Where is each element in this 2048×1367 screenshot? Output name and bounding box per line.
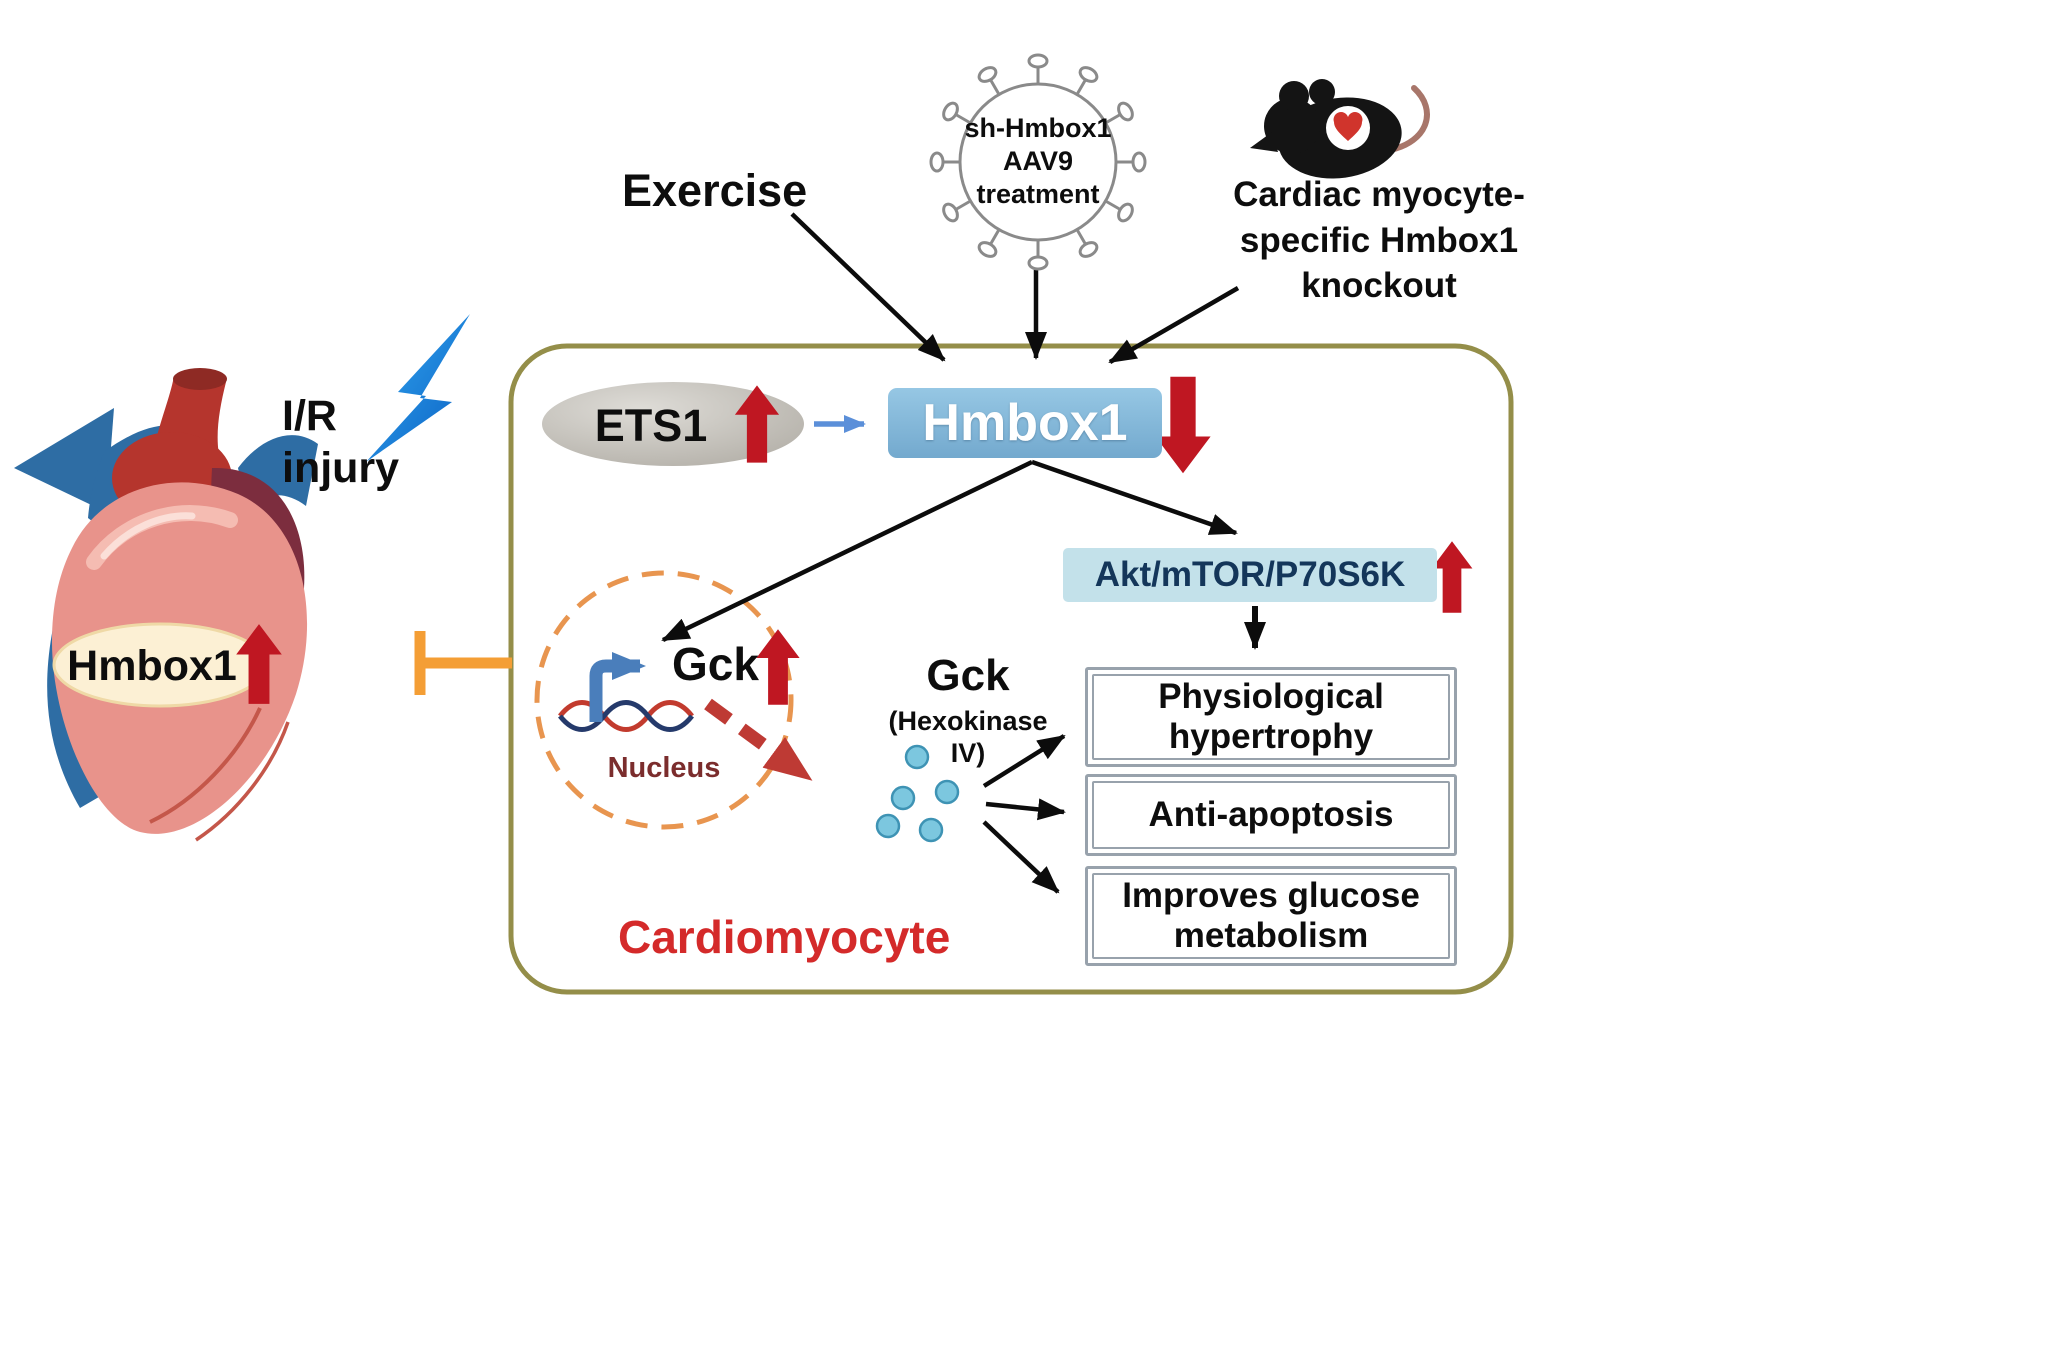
ir-injury-line1: I/R [282,392,337,440]
heart-detail-line [149,707,262,824]
outcome-box-anti-apoptosis: Anti-apoptosis [1085,774,1457,856]
outcome-box-physiological-hypertrophy: Physiological hypertrophy [1085,667,1457,767]
ir-injury-label: I/R injury [282,390,399,495]
hmbox1-to-gck-arrow [661,459,1033,643]
mouse-ear [1279,81,1309,111]
akt-mtor-p70s6k-box: Akt/mTOR/P70S6K [1063,548,1437,602]
gck-molecule [918,817,944,843]
exercise-arrow [790,212,946,362]
exercise-label: Exercise [622,165,808,216]
heart-glint [100,512,196,560]
orange-inhibition-bar [414,631,512,695]
ets1-ellipse [542,382,804,466]
ets1-label: ETS1 [594,400,708,451]
mouse-tail [1387,85,1430,153]
heart-illustration [14,368,318,842]
gck-molecules [875,744,960,843]
hmbox1-box: Hmbox1 [888,388,1162,458]
gck-hexokinase-subtitle: (Hexokinase IV) [888,705,1048,769]
gck-cytoplasm-title: Gck [926,651,1010,700]
outcome-label: Physiological hypertrophy [1092,674,1450,760]
nucleus-outline [534,570,794,830]
virus-label-line3: treatment [976,178,1100,209]
mouse-head [1264,98,1320,154]
gck-molecule [890,785,916,811]
ir-injury-line2: injury [282,444,400,493]
outcome-label: Improves glucose metabolism [1092,873,1450,959]
aorta-arrow-icon [14,408,114,512]
outcome-label: Anti-apoptosis [1092,781,1450,849]
cardiomyocyte-label: Cardiomyocyte [618,911,951,963]
dna-helix-icon [558,700,694,732]
gck-nucleus-label: Gck [672,638,759,690]
aav9-virus-icon [929,53,1147,271]
virus-label-line2: AAV9 [1002,145,1074,176]
knockout-mouse-icon [1250,79,1430,179]
mouse-snout [1250,132,1278,152]
black-arrows [661,212,1266,894]
hmbox1-to-akt-arrow [1031,459,1238,536]
mouse-ear [1309,79,1335,105]
outcome-box-improves-glucose-metabolism: Improves glucose metabolism [1085,866,1457,966]
virus-label: sh-Hmbox1 AAV9 treatment [948,112,1128,211]
virus-capsid [958,82,1118,242]
gck-to-hypertrophy-arrow [982,734,1066,788]
gck-cytoplasm-label: Gck (Hexokinase IV) [868,650,1068,770]
lightning-bolt-icon [366,314,470,462]
artery-opening [173,368,227,390]
heart-detail-line [195,721,290,842]
dna-helix-icon [558,700,694,732]
knockout-arrow [1108,286,1240,364]
heart-badge-icon [1333,112,1363,141]
transcription-promoter-arrow [589,652,646,722]
gck-molecule [875,813,901,839]
gck-molecule [904,744,930,770]
heart-hmbox1-label: Hmbox1 [67,642,237,690]
nucleus-label: Nucleus [607,752,721,784]
akt-label: Akt/mTOR/P70S6K [1094,555,1406,594]
hmbox1-label: Hmbox1 [922,394,1128,452]
gck-to-antiapoptosis-arrow [985,798,1066,821]
gck-export-dashed-arrow [704,698,813,782]
gck-molecule [934,779,960,805]
gck-to-glucose-arrow [982,820,1060,894]
knockout-label: Cardiac myocyte-specific Hmbox1 knockout [1233,175,1525,305]
virus-label-line1: sh-Hmbox1 [964,113,1112,143]
